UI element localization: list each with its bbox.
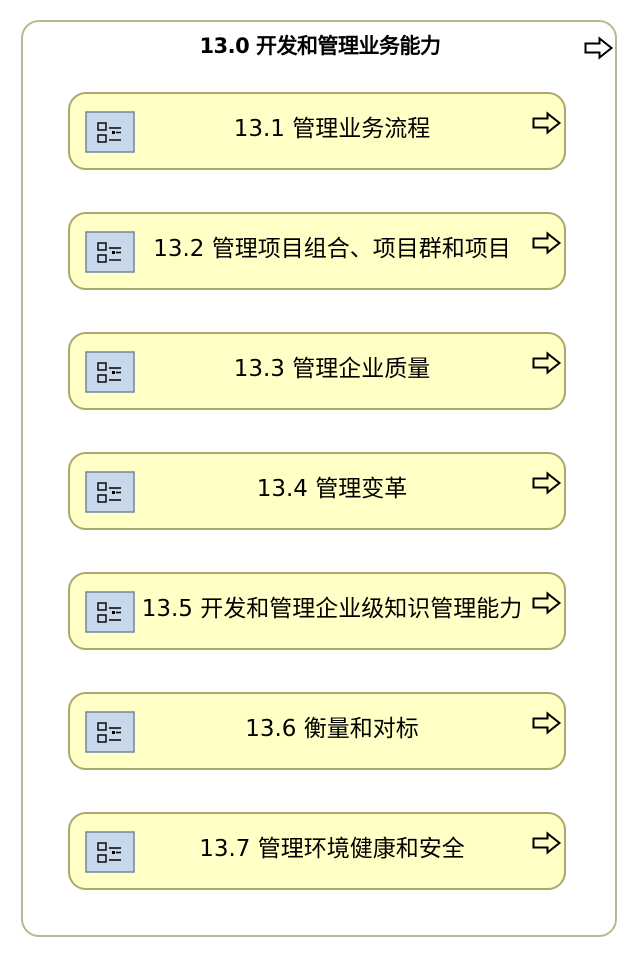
process-list-icon [85,351,135,397]
arrow-right-icon[interactable] [532,351,562,379]
process-list-icon [85,471,135,517]
arrow-right-icon[interactable] [532,231,562,259]
process-card-label: 13.2 管理项目组合、项目群和项目 [153,236,511,262]
arrow-right-icon[interactable] [532,471,562,499]
process-card-label: 13.6 衡量和对标 [245,716,419,742]
process-card-label: 13.1 管理业务流程 [233,116,431,142]
process-card-label: 13.4 管理变革 [256,476,408,502]
process-card-13-3[interactable]: 13.3 管理企业质量 [68,332,566,410]
process-card-13-2[interactable]: 13.2 管理项目组合、项目群和项目 [68,212,566,290]
process-card-13-5[interactable]: 13.5 开发和管理企业级知识管理能力 [68,572,566,650]
process-list-icon [85,831,135,877]
process-card-13-6[interactable]: 13.6 衡量和对标 [68,692,566,770]
process-list-icon [85,591,135,637]
process-card-13-4[interactable]: 13.4 管理变革 [68,452,566,530]
diagram-title: 13.0 开发和管理业务能力 [199,34,441,58]
process-list-icon [85,711,135,757]
process-list-icon [85,231,135,277]
arrow-right-icon[interactable] [532,111,562,139]
arrow-right-icon[interactable] [532,711,562,739]
arrow-right-icon[interactable] [532,591,562,619]
process-card-label: 13.7 管理环境健康和安全 [199,836,465,862]
process-card-13-7[interactable]: 13.7 管理环境健康和安全 [68,812,566,890]
process-list-icon [85,111,135,157]
arrow-right-icon[interactable] [532,831,562,859]
arrow-right-icon[interactable] [584,36,614,64]
process-card-label: 13.5 开发和管理企业级知识管理能力 [141,596,523,622]
process-card-13-1[interactable]: 13.1 管理业务流程 [68,92,566,170]
process-card-label: 13.3 管理企业质量 [233,356,431,382]
